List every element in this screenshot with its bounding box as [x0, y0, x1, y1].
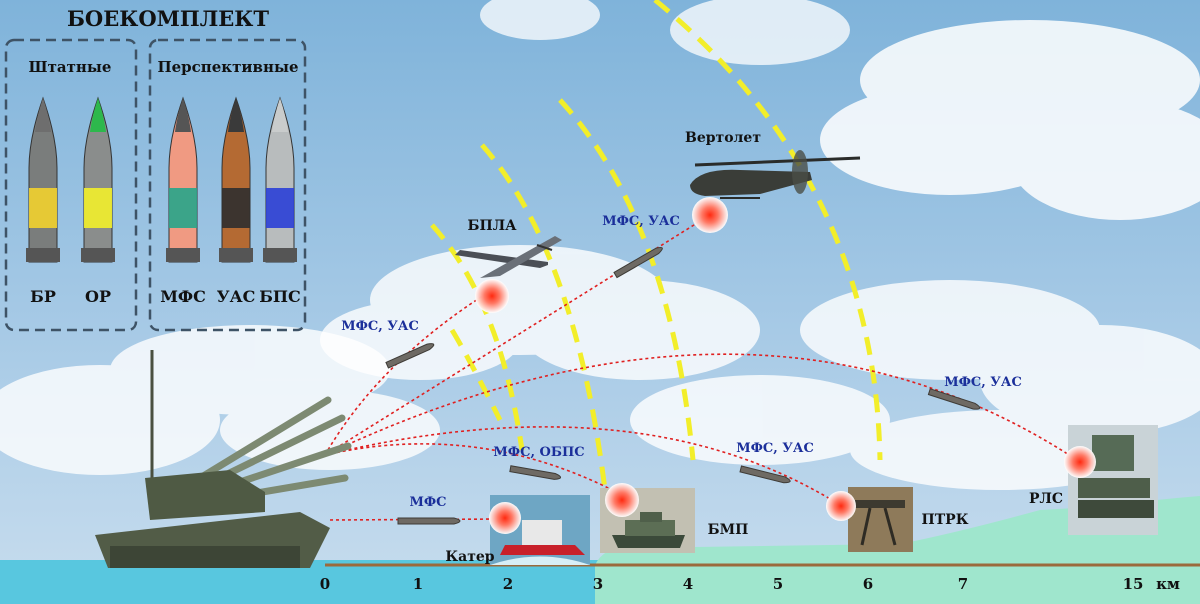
target-label-helicopter: Вертолет	[685, 130, 761, 146]
ammo-shell-2	[81, 96, 115, 263]
standard-heading: Штатные	[29, 58, 112, 76]
scale-tick-label: 7	[958, 575, 968, 593]
clouds	[0, 0, 1200, 490]
range-arc-2km-low	[449, 328, 503, 422]
cloud-mid-center	[320, 245, 760, 380]
ammo-shell-3	[166, 96, 200, 263]
target-radar	[1068, 425, 1158, 535]
cloud-top-center	[480, 0, 850, 65]
trajectory-uav	[324, 289, 493, 456]
scale-tick-label: 3	[593, 575, 603, 593]
ammo-shell-4	[219, 96, 253, 263]
projectile-atgm	[739, 465, 791, 484]
projectile-label-uav: МФС, УАС	[341, 319, 419, 334]
explosion-radar	[1064, 446, 1096, 478]
target-label-atgm: ПТРК	[922, 512, 969, 528]
projectile-helicopter	[613, 246, 663, 279]
explosions	[475, 197, 1096, 534]
range-arc-3km	[480, 143, 608, 491]
range-arc-6km	[653, 0, 883, 461]
ammo-label-mfs: МФС	[160, 287, 206, 306]
target-label-uav: БПЛА	[468, 218, 518, 234]
ammo-shells	[26, 96, 297, 263]
trajectory-boat	[329, 518, 506, 521]
ammo-shell-1	[26, 96, 60, 263]
combat-vehicle-icon	[95, 350, 352, 568]
projectile-label-radar: МФС, УАС	[944, 375, 1022, 390]
projectile-label-atgm: МФС, УАС	[736, 441, 814, 456]
uav-icon	[455, 236, 562, 278]
ammo-label-uas: УАС	[217, 287, 256, 306]
scale-unit: км	[1156, 575, 1180, 593]
explosion-atgm	[826, 491, 856, 521]
ammo-label-br: БР	[30, 287, 56, 306]
projectile-uav	[385, 343, 435, 369]
range-scale: 0 1 2 3 4 5 6 7 15	[320, 575, 1144, 593]
scale-tick-label: 2	[503, 575, 513, 593]
range-arc-2km	[430, 223, 525, 451]
explosion-ifv	[605, 483, 639, 517]
projectile-ifv	[509, 465, 562, 480]
standard-ammo-frame	[4, 38, 138, 332]
trajectory-atgm	[324, 426, 841, 506]
scale-tick-label: 6	[863, 575, 873, 593]
range-arc-4km	[558, 98, 696, 461]
cloud-upper-right	[820, 20, 1200, 220]
projectile-radar	[927, 388, 981, 410]
ammo-shell-5	[263, 96, 297, 263]
target-label-ifv: БМП	[708, 522, 749, 538]
projectile-label-boat: МФС	[409, 495, 446, 510]
prospective-heading: Перспективные	[157, 58, 298, 76]
target-label-radar: РЛС	[1029, 491, 1063, 507]
scale-tick-label: 5	[773, 575, 783, 593]
scale-tick-label: 0	[320, 575, 330, 593]
projectile-label-helicopter: МФС, УАС	[602, 214, 680, 229]
target-label-boat: Катер	[445, 549, 494, 565]
scale-tick-label: 4	[683, 575, 693, 593]
projectile-boat	[397, 517, 461, 525]
projectiles	[385, 246, 981, 525]
ammo-label-or: ОР	[85, 287, 111, 306]
cloud-lower-left	[0, 325, 440, 475]
trajectory-ifv	[324, 443, 623, 496]
trajectory-radar	[324, 353, 1081, 463]
explosion-boat	[489, 502, 521, 534]
atgm-photo	[848, 487, 913, 552]
target-atgm	[848, 487, 913, 552]
scale-tick-label: 15	[1123, 575, 1144, 593]
explosion-uav	[475, 279, 509, 313]
prospective-ammo-frame	[148, 38, 307, 332]
ammo-title: БОЕКОМПЛЕКТ	[67, 6, 269, 31]
ammo-label-bps: БПС	[259, 287, 301, 306]
projectile-label-ifv: МФС, ОБПС	[493, 445, 584, 460]
helicopter-icon	[690, 150, 861, 199]
range-arcs	[430, 0, 883, 491]
explosion-helicopter	[692, 197, 728, 233]
scale-tick-label: 1	[413, 575, 423, 593]
cloud-lower-right	[630, 280, 1200, 490]
